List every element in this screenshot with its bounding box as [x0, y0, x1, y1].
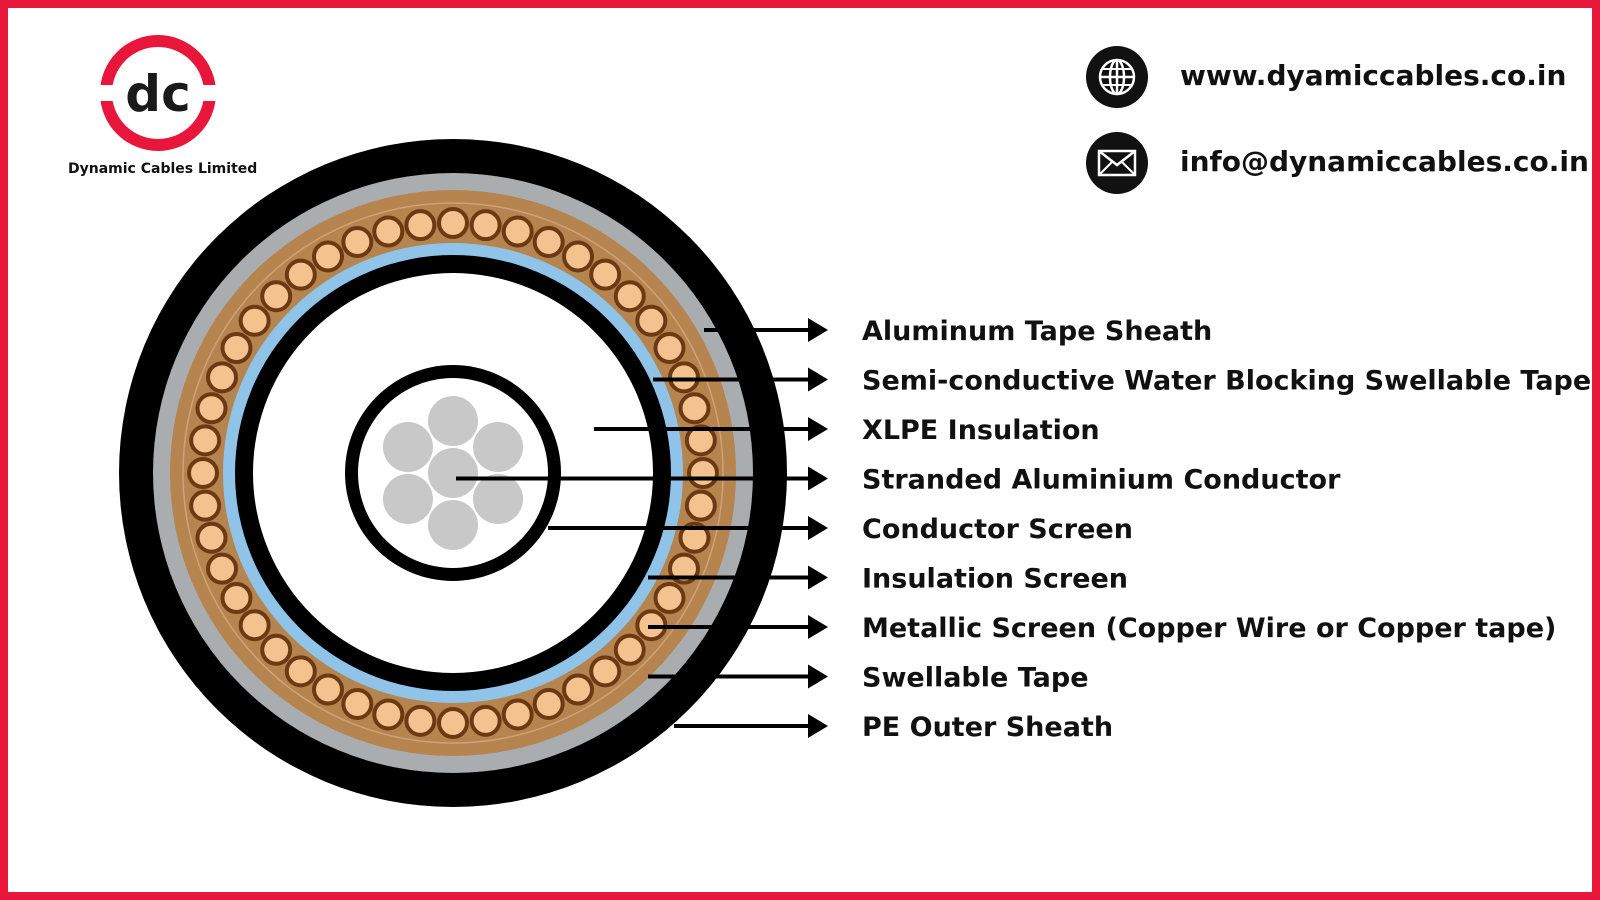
copper-wire: [312, 240, 344, 273]
copper-wire: [437, 207, 469, 239]
conductor-strand: [473, 474, 524, 524]
layer-label: Metallic Screen (Copper Wire or Copper t…: [862, 613, 1556, 644]
conductor-strand: [382, 422, 433, 472]
copper-wire: [635, 304, 668, 337]
arrowhead-icon: [808, 664, 828, 689]
layer-label: PE Outer Sheath: [862, 712, 1113, 743]
logo-glyph: dc: [125, 65, 190, 123]
copper-wire: [341, 687, 374, 720]
globe-icon: [1086, 46, 1148, 108]
copper-wire: [678, 392, 711, 425]
conductor-strand: [473, 422, 524, 472]
arrowhead-icon: [808, 466, 828, 491]
conductor-strand: [428, 500, 478, 550]
arrowhead-icon: [808, 714, 828, 738]
copper-wire: [613, 633, 646, 666]
website-link[interactable]: www.dyamiccables.co.in: [1180, 59, 1567, 92]
layer-label: Aluminum Tape Sheath: [862, 316, 1212, 347]
arrowhead-icon: [808, 318, 828, 342]
copper-wire: [284, 655, 317, 688]
website-contact[interactable]: www.dyamiccables.co.in: [1086, 46, 1586, 112]
copper-wire: [532, 226, 565, 259]
company-logo: dc Dynamic Cables Limited: [68, 23, 258, 193]
copper-wire: [687, 457, 719, 489]
arrowhead-icon: [808, 417, 828, 441]
copper-wire: [341, 226, 374, 259]
copper-wire: [589, 258, 622, 291]
copper-wire: [189, 424, 222, 457]
leader-lines: [456, 318, 828, 738]
copper-wire: [187, 457, 219, 489]
copper-wire: [238, 609, 271, 642]
copper-wire: [372, 698, 405, 731]
layer-label: XLPE Insulation: [862, 415, 1100, 446]
conductor-strand: [428, 448, 478, 498]
copper-wire: [372, 215, 405, 248]
copper-wire: [667, 361, 700, 394]
copper-wire: [220, 332, 253, 364]
conductor-strand: [428, 396, 478, 446]
copper-wire: [613, 280, 646, 313]
copper-wire: [404, 209, 437, 242]
copper-wire-ring: [187, 207, 719, 739]
copper-wire: [469, 209, 502, 242]
company-name: Dynamic Cables Limited: [68, 161, 258, 177]
email-contact[interactable]: info@dynamiccables.co.in: [1086, 132, 1589, 198]
layer-label: Insulation Screen: [862, 564, 1128, 595]
copper-wire: [260, 280, 293, 313]
conductor-strands: [382, 396, 524, 550]
copper-wire: [589, 655, 622, 688]
copper-wire: [238, 304, 271, 337]
copper-wire: [562, 240, 594, 273]
arrowhead-icon: [808, 565, 828, 590]
logo-mark-icon: dc: [98, 35, 218, 151]
copper-wire: [206, 552, 239, 585]
layer-label: Swellable Tape: [862, 663, 1089, 694]
copper-wire: [684, 424, 717, 457]
swellable-tape-edge: [182, 202, 724, 744]
copper-wire: [195, 392, 228, 425]
copper-wire: [220, 582, 253, 614]
copper-wire: [684, 489, 717, 522]
layer-label: Conductor Screen: [862, 514, 1133, 545]
copper-wire: [404, 704, 437, 737]
arrowhead-icon: [808, 367, 828, 392]
copper-wire: [189, 489, 222, 522]
envelope-icon: [1086, 132, 1148, 194]
copper-wire: [501, 698, 534, 731]
copper-wire: [653, 582, 686, 614]
conductor-strand: [382, 474, 433, 524]
arrowhead-icon: [808, 615, 828, 639]
copper-wire: [653, 332, 686, 364]
copper-wire: [437, 707, 469, 739]
copper-wire: [678, 521, 711, 554]
copper-wire: [532, 687, 565, 720]
copper-wire: [260, 633, 293, 666]
copper-wire: [312, 673, 344, 706]
copper-wire: [562, 673, 594, 706]
layer-label: Stranded Aluminium Conductor: [862, 465, 1341, 496]
copper-wire: [195, 521, 228, 554]
copper-wire: [501, 215, 534, 248]
email-link[interactable]: info@dynamiccables.co.in: [1180, 145, 1589, 178]
copper-wire: [206, 361, 239, 394]
copper-wire: [469, 704, 502, 737]
copper-wire: [284, 258, 317, 291]
arrowhead-icon: [808, 516, 828, 540]
layer-label: Semi-conductive Water Blocking Swellable…: [862, 366, 1591, 397]
